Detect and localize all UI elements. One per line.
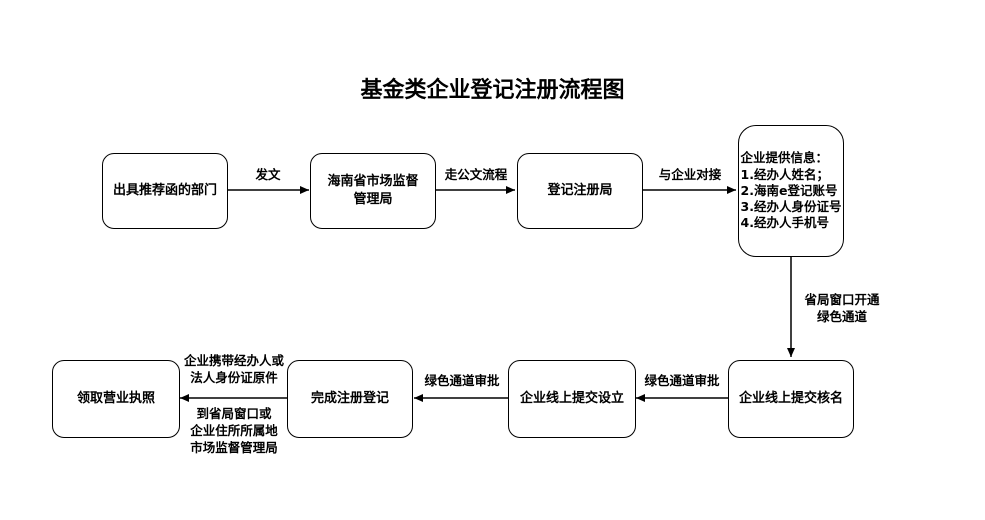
edge-label-green-review-2: 绿色通道审批 — [424, 373, 500, 388]
edge-label-final-bottom: 到省局窗口或 企业住所所属地 市场监督管理局 — [178, 406, 290, 457]
provide-info-item: 1.经办人姓名； — [740, 166, 829, 182]
edge-label-green-channel-open: 省局窗口开通 绿色通道 — [797, 292, 887, 326]
node-online-name-check: 企业线上提交核名 — [728, 360, 854, 438]
node-hainan-amr-label-2: 管理局 — [353, 192, 393, 207]
edge-label-final-top-line: 法人身份证原件 — [190, 369, 278, 385]
edge-label-connect-enterprise: 与企业对接 — [658, 167, 722, 182]
node-recommend-dept: 出具推荐函的部门 — [102, 153, 228, 229]
edge-label-final-top: 企业携带经办人或 法人身份证原件 — [178, 353, 290, 387]
node-registration-bureau: 登记注册局 — [517, 153, 643, 229]
edge-label-send-doc: 发文 — [255, 167, 281, 182]
edge-label-final-top-line: 企业携带经办人或 — [183, 353, 284, 368]
provide-info-item: 2.海南e登记账号 — [740, 182, 838, 198]
provide-info-item: 4.经办人手机号 — [740, 215, 829, 231]
node-recommend-dept-label: 出具推荐函的部门 — [112, 183, 217, 199]
edge-label-green-channel-open-line: 省局窗口开通 — [804, 292, 880, 307]
diagram-title: 基金类企业登记注册流程图 — [360, 78, 625, 103]
provide-info-item: 3.经办人身份证号 — [740, 199, 842, 215]
provide-info-list: 企业提供信息： 1.经办人姓名； 2.海南e登记账号 3.经办人身份证号 4.经… — [741, 150, 842, 231]
node-get-license: 领取营业执照 — [52, 360, 180, 438]
edge-label-green-review-1: 绿色通道审批 — [644, 373, 720, 388]
node-provide-info: 企业提供信息： 1.经办人姓名； 2.海南e登记账号 3.经办人身份证号 4.经… — [738, 125, 844, 257]
edge-label-official-doc-flow: 走公文流程 — [444, 167, 508, 182]
node-complete-registration: 完成注册登记 — [287, 360, 413, 438]
node-complete-registration-label: 完成注册登记 — [310, 391, 389, 407]
node-hainan-amr: 海南省市场监督 管理局 — [310, 153, 436, 229]
edge-label-final-bottom-line: 市场监督管理局 — [190, 439, 278, 455]
edge-label-green-channel-open-line: 绿色通道 — [816, 308, 867, 324]
node-hainan-amr-label-1: 海南省市场监督 — [327, 174, 419, 190]
edge-label-final-bottom-line: 到省局窗口或 — [196, 406, 272, 421]
node-registration-bureau-label: 登记注册局 — [547, 183, 613, 199]
edge-label-final-bottom-line: 企业住所所属地 — [190, 422, 278, 438]
node-online-name-check-label: 企业线上提交核名 — [738, 391, 843, 407]
node-get-license-label: 领取营业执照 — [76, 391, 155, 407]
node-online-setup-label: 企业线上提交设立 — [519, 391, 624, 407]
node-online-setup: 企业线上提交设立 — [508, 360, 636, 438]
provide-info-heading: 企业提供信息： — [740, 150, 829, 166]
